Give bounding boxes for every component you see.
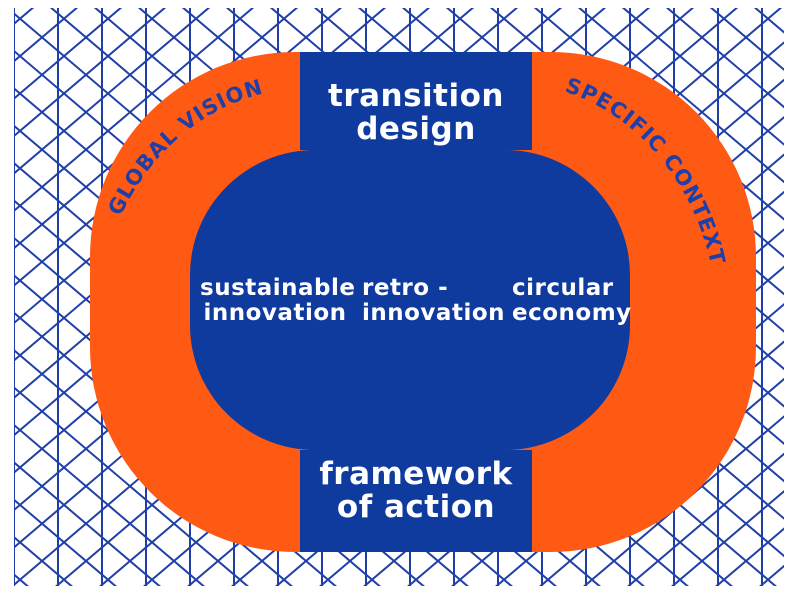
framework-of-action-line2: of action (336, 489, 496, 526)
transition-design-line2: design (356, 111, 476, 148)
sustainable-innovation-label: sustainable innovation (200, 275, 356, 326)
framework-of-action-label: framework of action (300, 456, 532, 526)
circular-economy-line1: circular (512, 275, 614, 301)
circular-economy-label: circular economy (512, 276, 642, 326)
transition-design-label: transition design (300, 78, 532, 148)
sustainable-innovation-line1: sustainable (200, 275, 356, 301)
navy-core-shape (190, 52, 630, 552)
framework-of-action-line1: framework (319, 456, 513, 492)
retro-innovation-label: retro - innovation (362, 275, 505, 326)
retro-innovation-line1: retro - (362, 275, 449, 301)
sustainable-innovation-line2: innovation (203, 299, 347, 326)
circular-economy-line2: economy (512, 299, 632, 326)
retro-innovation-line2: innovation (362, 299, 505, 326)
transition-design-line1: transition (328, 78, 504, 114)
